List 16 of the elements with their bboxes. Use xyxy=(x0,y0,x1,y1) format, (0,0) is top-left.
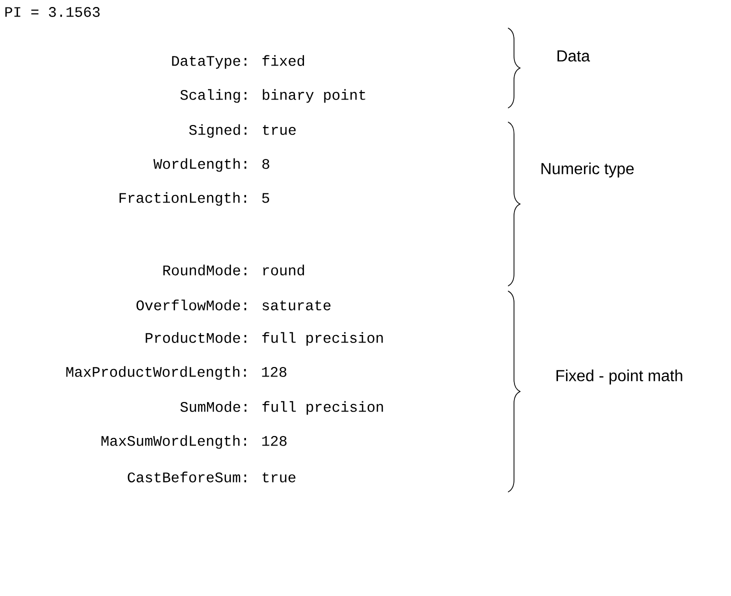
code-line: FractionLength: 5 xyxy=(120,192,270,206)
code-line: SumMode: full precision xyxy=(180,401,383,415)
code-line: MaxSumWordLength: 128 xyxy=(102,435,287,449)
code-line: PI = 3.1563 xyxy=(5,7,100,17)
code-line: DataType: fixed xyxy=(172,55,304,69)
code-line: WordLength: 8 xyxy=(153,158,270,172)
code-line: RoundMode: round xyxy=(163,264,304,276)
code-line: Signed: true xyxy=(189,124,296,138)
code-line: Scaling: binary point xyxy=(180,89,366,103)
brace-label: Data xyxy=(558,50,590,62)
code-line: ProductMode: full precision xyxy=(146,332,383,346)
code-line: OverflowMode: saturate xyxy=(136,300,330,310)
brace-label: Numeric type xyxy=(542,162,634,178)
brace-label: Fixed - point math xyxy=(556,370,682,384)
code-line: MaxProductWordLength: 128 xyxy=(66,366,286,380)
code-line: CastBeforeSum: true xyxy=(128,472,296,482)
